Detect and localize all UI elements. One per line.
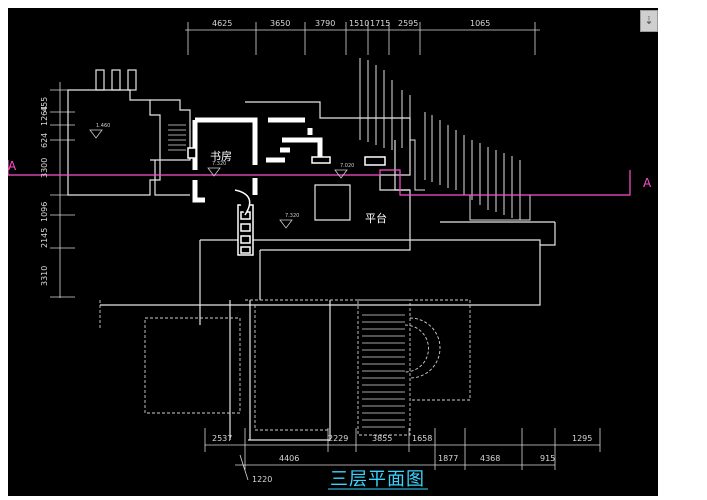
dim-left-4: 3300 [40, 158, 49, 178]
room-terrace-label: 平台 [365, 211, 387, 225]
dim-bottom-9: 915 [540, 454, 555, 463]
drawing-title: 三层平面图 [330, 469, 425, 490]
dim-left-2: 1264 [40, 106, 49, 126]
floor-plan-drawing: 1.460 7.320 7.020 7.320 书房 平台 A A 4625 3… [8, 19, 652, 490]
level-a: 1.460 [96, 123, 110, 129]
dim-bottom-10: 1220 [252, 475, 272, 484]
dim-left-1: 455 [40, 97, 49, 112]
section-mark-left: A [8, 159, 17, 173]
building-outline [67, 69, 556, 441]
study-walls [192, 117, 323, 203]
bottom-dimensions: 2537 4406 2229 3855 1658 1877 4368 1295 … [212, 434, 592, 484]
dim-top-1: 4625 [212, 19, 232, 28]
stepped-railings [359, 58, 531, 221]
dim-bottom-1: 2537 [212, 434, 232, 443]
dim-left-7: 3310 [40, 266, 49, 286]
level-d: 7.320 [285, 213, 299, 219]
dim-bottom-8: 1295 [572, 434, 592, 443]
room-study-label: 书房 [210, 150, 232, 163]
dim-top-4: 1510 [349, 19, 369, 28]
top-dim-ticks [187, 22, 536, 55]
cad-viewport[interactable]: 1.460 7.320 7.020 7.320 书房 平台 A A 4625 3… [8, 8, 658, 496]
section-mark-right: A [643, 176, 652, 190]
dim-bottom-6: 1877 [438, 454, 458, 463]
scroll-down-button[interactable]: ⇣ [640, 10, 658, 32]
dim-left-6: 2145 [40, 228, 49, 248]
dim-top-5: 1715 [370, 19, 390, 28]
level-c: 7.020 [340, 163, 354, 169]
stair-treads [168, 124, 405, 428]
dim-left-3: 624 [40, 133, 49, 148]
dim-bottom-2: 4406 [279, 454, 299, 463]
dim-top-3: 3790 [315, 19, 335, 28]
dim-top-6: 2595 [398, 19, 418, 28]
top-dimensions: 4625 3650 3790 1510 1715 2595 1065 [212, 19, 490, 28]
left-dimensions: 455 1264 624 3300 1096 2145 3310 [40, 97, 49, 286]
dim-bottom-7: 4368 [480, 454, 500, 463]
study-fixtures [187, 147, 386, 256]
dim-bottom-3: 2229 [328, 434, 348, 443]
dim-bottom-4: 3855 [372, 434, 392, 443]
bottom-dim-ticks [204, 428, 601, 481]
section-line [8, 160, 631, 196]
dim-top-2: 3650 [270, 19, 290, 28]
dim-left-5: 1096 [40, 202, 49, 222]
level-b: 7.320 [212, 161, 226, 167]
left-dim-ticks [50, 89, 75, 298]
dashed-extents [99, 299, 471, 436]
dim-top-7: 1065 [470, 19, 490, 28]
dim-bottom-5: 1658 [412, 434, 432, 443]
level-markers [89, 129, 348, 229]
double-chevron-down-icon: ⇣ [644, 14, 654, 27]
